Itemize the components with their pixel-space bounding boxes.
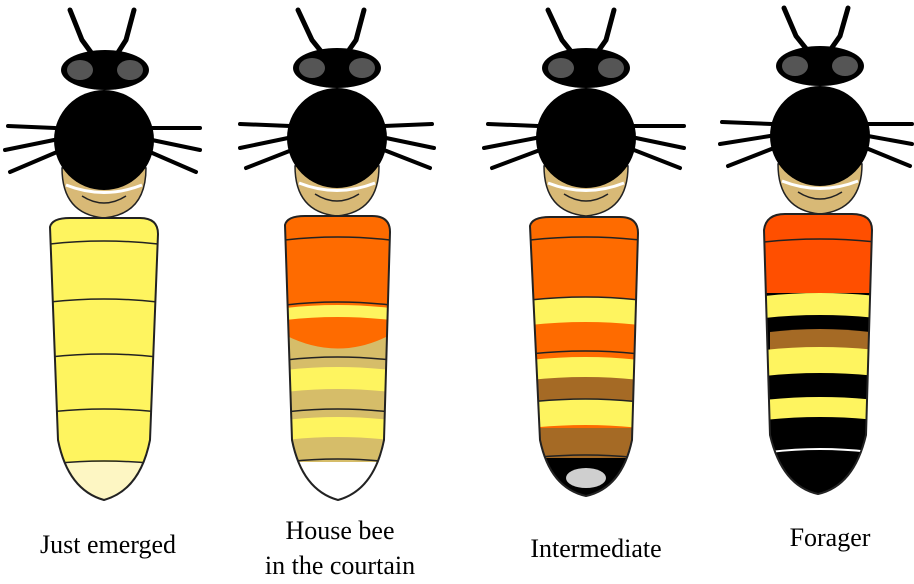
eye-left <box>548 58 574 78</box>
eye-right <box>832 56 858 76</box>
eye-right <box>117 60 143 80</box>
abdomen <box>520 210 650 510</box>
bee-intermediate <box>484 10 684 510</box>
abdomen <box>40 210 170 510</box>
label-house-bee-line2: in the courtain <box>265 551 415 580</box>
label-forager: Forager <box>790 523 871 552</box>
label-intermediate: Intermediate <box>530 534 661 563</box>
thorax <box>536 88 636 188</box>
label-just-emerged: Just emerged <box>40 530 176 559</box>
eye-right <box>349 58 375 78</box>
eye-left <box>299 58 325 78</box>
thorax <box>287 88 387 188</box>
abdomen <box>754 205 884 505</box>
eye-right <box>598 58 624 78</box>
label-house-bee-line1: House bee <box>285 516 394 545</box>
thorax <box>770 86 870 186</box>
eye-left <box>782 56 808 76</box>
bee-house-bee <box>240 10 434 510</box>
bee-just-emerged <box>5 10 200 510</box>
abdomen <box>275 210 405 510</box>
eye-left <box>67 60 93 80</box>
thorax <box>54 90 154 190</box>
bee-forager <box>720 8 912 505</box>
